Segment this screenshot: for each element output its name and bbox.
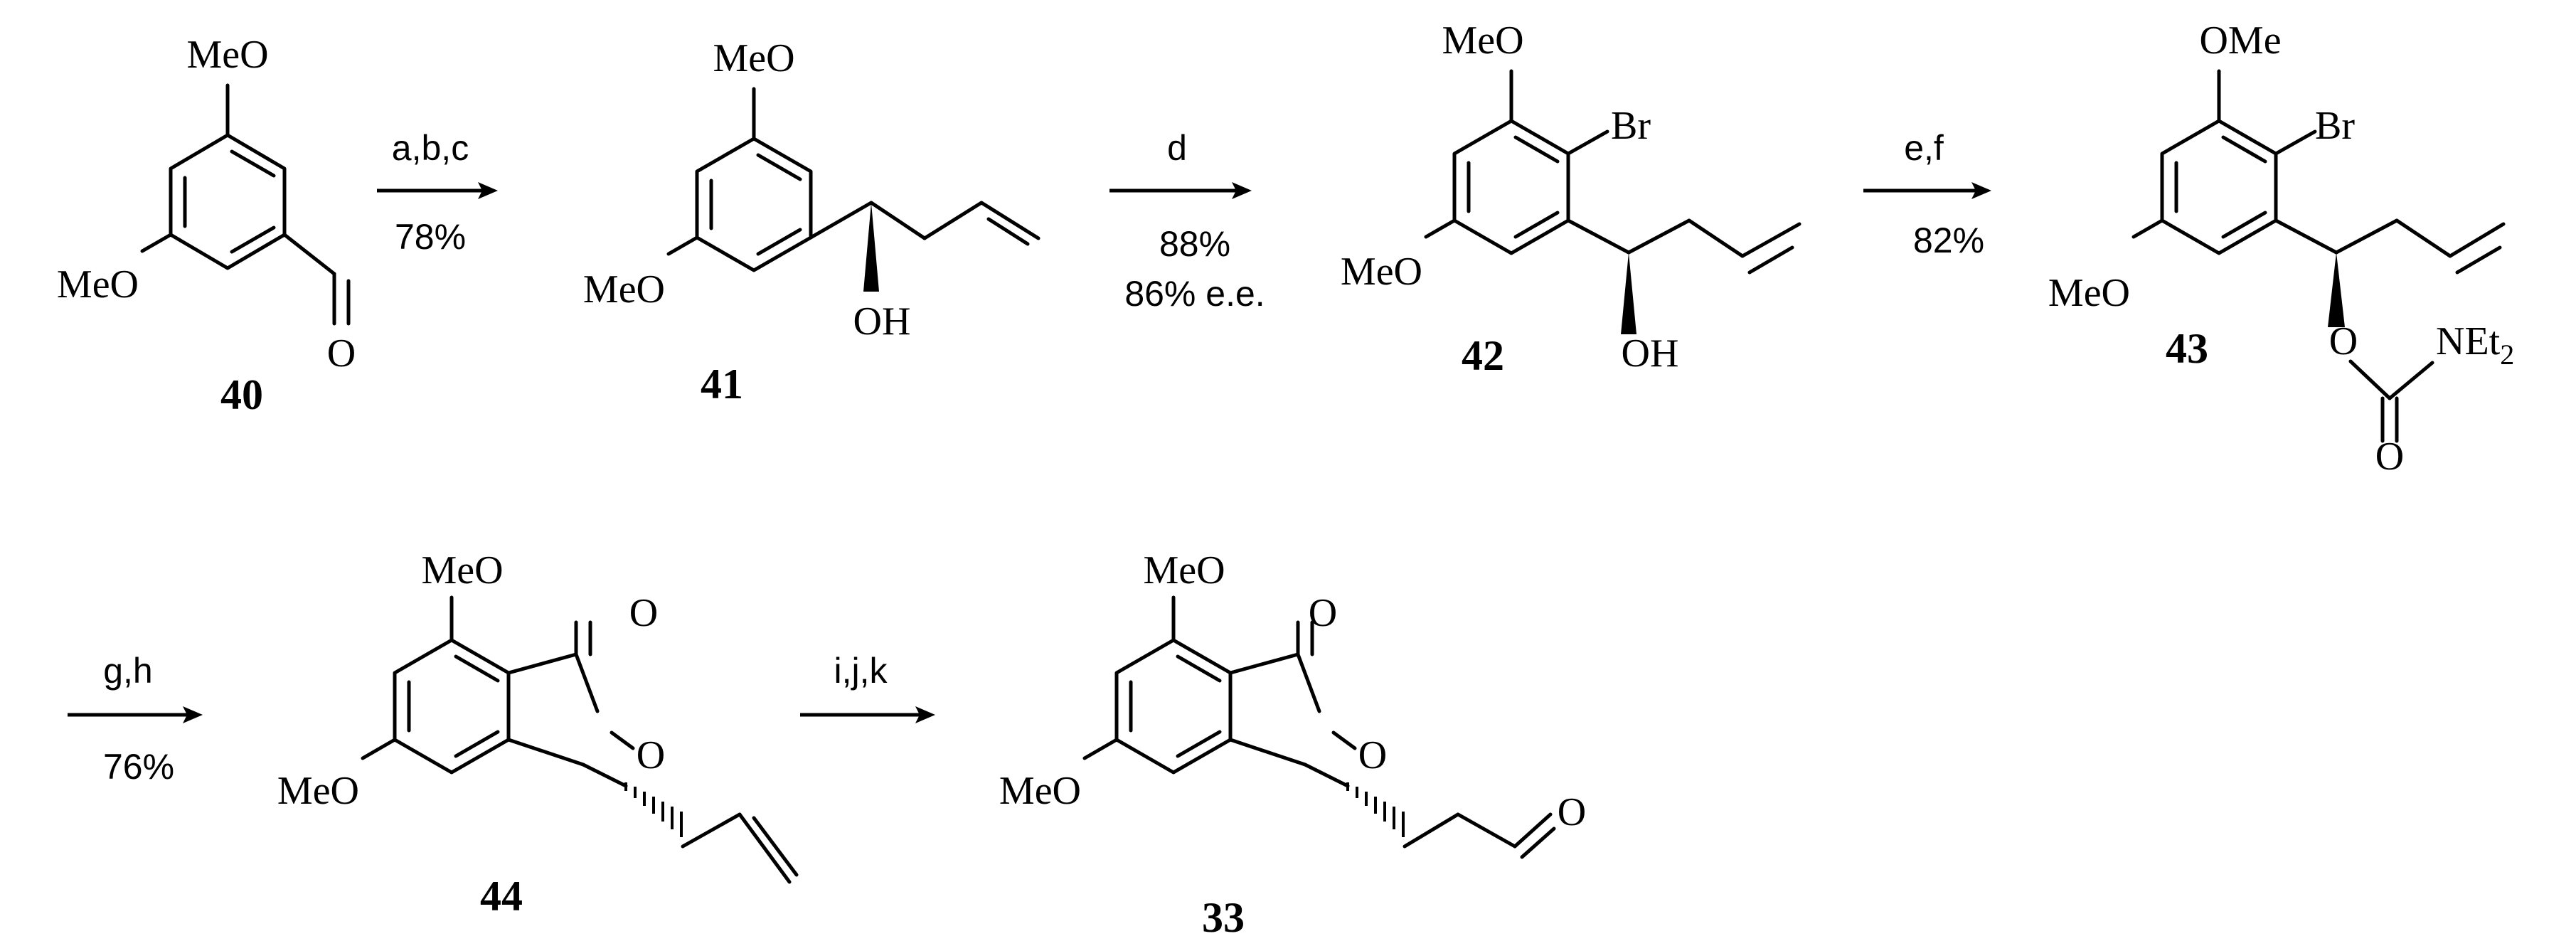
- compound-40-bonds: [140, 83, 351, 326]
- compound-44: MeO O O MeO 44: [277, 548, 799, 920]
- compound-33-carbonyl-o: O: [1309, 591, 1337, 635]
- compound-43-meo-left: MeO: [2048, 271, 2130, 315]
- compound-41-oh: OH: [853, 299, 911, 344]
- compound-43: OMe Br MeO O NEt2 O 43: [2048, 18, 2514, 479]
- compound-41: MeO MeO OH 41: [583, 36, 1040, 408]
- compound-42-label: 42: [1462, 332, 1504, 379]
- compound-40-meo-top: MeO: [186, 33, 268, 77]
- arrow-step-4: g,h 76%: [68, 651, 203, 787]
- compound-41-stereo-wedge: [863, 203, 879, 292]
- compound-40-label: 40: [220, 371, 263, 418]
- compound-43-ester-o: O: [2329, 319, 2358, 363]
- arrow-step-2: d 88% 86% e.e.: [1109, 128, 1265, 314]
- step-1-reagents: a,b,c: [392, 128, 469, 168]
- compound-44-stereo-hash: [624, 782, 683, 837]
- compound-33-meo-top: MeO: [1143, 548, 1225, 592]
- compound-41-bonds: [666, 87, 1040, 272]
- compound-41-label: 41: [701, 361, 743, 408]
- compound-43-ome-top: OMe: [2199, 18, 2281, 63]
- compound-43-bonds: [2131, 69, 2506, 443]
- step-3-yield: 82%: [1913, 220, 1984, 260]
- compound-43-label: 43: [2166, 325, 2208, 372]
- compound-42-bonds: [1424, 69, 1801, 275]
- compound-42-oh: OH: [1622, 331, 1679, 376]
- compound-43-stereo-wedge: [2328, 252, 2345, 327]
- compound-33-label: 33: [1202, 894, 1245, 941]
- compound-40: MeO MeO O 40: [57, 33, 356, 418]
- compound-44-meo-top: MeO: [421, 548, 503, 592]
- compound-43-br: Br: [2315, 104, 2355, 148]
- step-4-yield: 76%: [103, 747, 174, 787]
- compound-44-ring-o: O: [637, 733, 665, 777]
- compound-33: MeO O O O MeO 33: [999, 548, 1586, 941]
- compound-41-meo-left: MeO: [583, 267, 665, 312]
- step-1-yield: 78%: [395, 217, 466, 257]
- step-2-ee: 86% e.e.: [1124, 274, 1265, 314]
- compound-33-meo-left: MeO: [999, 769, 1081, 813]
- step-2-reagents: d: [1167, 128, 1187, 168]
- step-2-yield: 88%: [1159, 224, 1230, 264]
- compound-44-label: 44: [480, 873, 523, 920]
- step-3-reagents: e,f: [1904, 128, 1944, 168]
- compound-44-carbonyl-o: O: [629, 591, 658, 635]
- compound-43-net2: NEt2: [2436, 319, 2514, 371]
- arrow-step-5: i,j,k: [800, 651, 935, 723]
- compound-33-ring-o: O: [1358, 733, 1387, 777]
- step-5-reagents: i,j,k: [834, 651, 888, 691]
- compound-42-meo-top: MeO: [1442, 18, 1523, 63]
- compound-44-meo-left: MeO: [277, 769, 359, 813]
- compound-33-stereo-hash: [1346, 782, 1405, 837]
- compound-42-meo-left: MeO: [1341, 250, 1422, 294]
- compound-33-aldehyde-o: O: [1558, 790, 1586, 834]
- compound-41-meo-top: MeO: [713, 36, 794, 80]
- arrow-step-3: e,f 82%: [1863, 128, 1991, 260]
- compound-40-aldehyde-o: O: [327, 331, 356, 376]
- compound-44-bonds: [361, 595, 799, 884]
- step-4-reagents: g,h: [103, 651, 153, 691]
- compound-40-meo-left: MeO: [57, 262, 139, 307]
- arrow-step-1: a,b,c 78%: [377, 128, 498, 257]
- compound-42: MeO Br MeO OH 42: [1341, 18, 1801, 379]
- compound-42-br: Br: [1611, 104, 1651, 148]
- compound-33-bonds: [1082, 595, 1556, 859]
- compound-43-carbonyl-o: O: [2375, 435, 2404, 479]
- compound-42-stereo-wedge: [1621, 252, 1636, 334]
